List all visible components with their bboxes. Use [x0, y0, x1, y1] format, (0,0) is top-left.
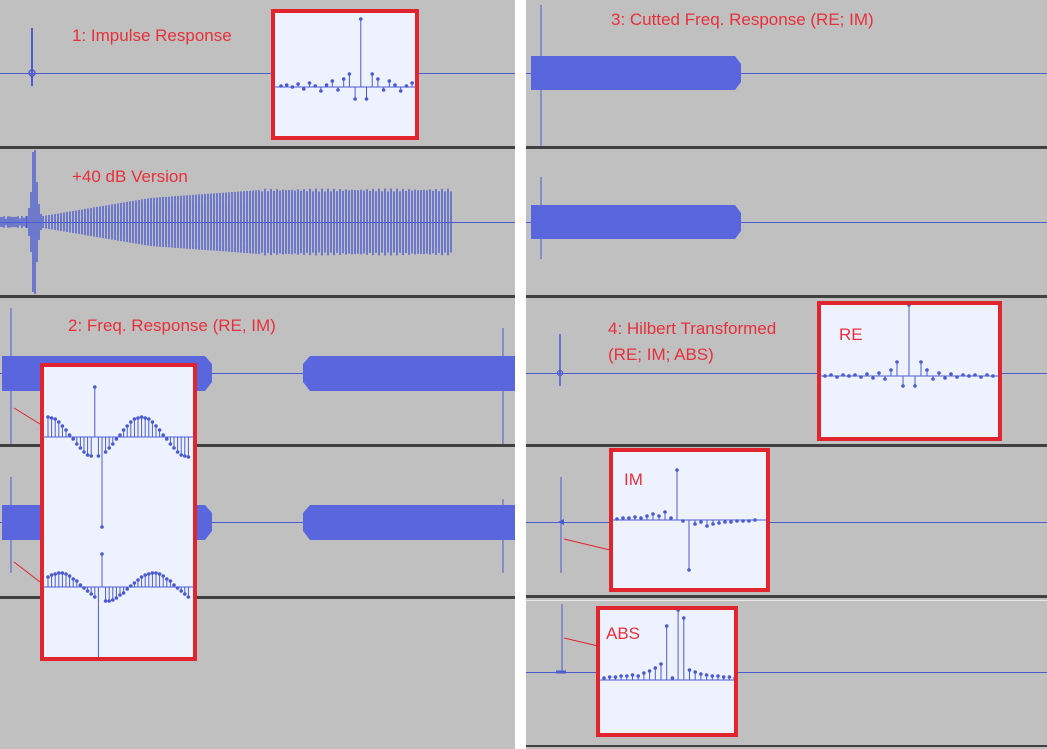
- stem-plot: [44, 367, 193, 657]
- left-panel: 1: Impulse Response +40 dB Version 2: Fr…: [0, 0, 515, 749]
- stem-plot: [275, 13, 415, 136]
- hilbert-label-line1: 4: Hilbert Transformed: [608, 319, 776, 339]
- zoom-box-hilbert-re: RE: [817, 301, 1002, 441]
- zoom-box-impulse: [271, 9, 419, 140]
- hilbert-label-line2: (RE; IM; ABS): [608, 345, 714, 365]
- cutted-im-waveform: [526, 149, 1047, 295]
- impulse-response-label: 1: Impulse Response: [72, 26, 232, 46]
- zoom-box-freq-response: [40, 363, 197, 661]
- track-40db-version[interactable]: +40 dB Version: [0, 149, 515, 295]
- im-label: IM: [624, 470, 643, 490]
- track-hilbert-im[interactable]: [526, 447, 1047, 595]
- track-impulse-response[interactable]: 1: Impulse Response: [0, 0, 515, 146]
- track-bottom-border: [526, 745, 1047, 747]
- track-cutted-re[interactable]: 3: Cutted Freq. Response (RE; IM): [526, 0, 1047, 146]
- db-version-label: +40 dB Version: [72, 167, 188, 187]
- cutted-freq-response-label: 3: Cutted Freq. Response (RE; IM): [611, 10, 874, 30]
- impulse-waveform: [0, 0, 515, 146]
- zoom-box-hilbert-abs: ABS: [596, 606, 738, 737]
- zoom-box-hilbert-im: IM: [609, 448, 770, 592]
- track-cutted-im[interactable]: [526, 149, 1047, 295]
- freq-response-label: 2: Freq. Response (RE, IM): [68, 316, 276, 336]
- hilbert-im-waveform: [526, 447, 1047, 595]
- abs-label: ABS: [606, 624, 640, 644]
- panel-divider: [515, 0, 526, 749]
- right-panel: 3: Cutted Freq. Response (RE; IM) 4: Hil…: [526, 0, 1047, 749]
- re-label: RE: [839, 325, 863, 345]
